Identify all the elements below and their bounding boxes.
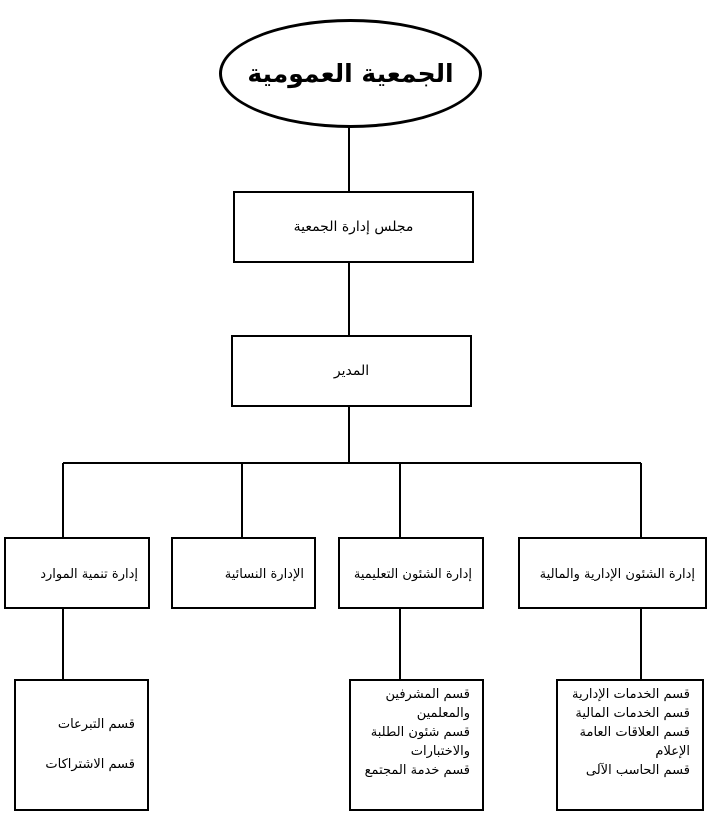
director-node: المدير — [231, 335, 472, 407]
section-student-affairs: قسم شئون الطلبة — [370, 725, 470, 740]
general-assembly-label: الجمعية العمومية — [247, 59, 454, 88]
resources-sections-node: قسم التبرعات قسم الاشتراكات — [14, 679, 149, 811]
section-financial-services: قسم الخدمات المالية — [575, 706, 690, 721]
dept-admin-finance-node: إدارة الشئون الإدارية والمالية — [518, 537, 707, 609]
section-media: الإعلام — [655, 744, 690, 759]
section-computer: قسم الحاسب الآلى — [585, 763, 690, 778]
dept-education-node: إدارة الشئون التعليمية — [338, 537, 484, 609]
section-student-affairs-cont: والاختبارات — [410, 744, 470, 759]
admin-sections-node: قسم الخدمات الإدارية قسم الخدمات المالية… — [556, 679, 704, 811]
dept-admin-finance-label: إدارة الشئون الإدارية والمالية — [539, 566, 695, 582]
board-label: مجلس إدارة الجمعية — [293, 219, 414, 235]
dept-education-label: إدارة الشئون التعليمية — [353, 566, 472, 582]
dept-resources-node: إدارة تنمية الموارد — [4, 537, 150, 609]
dept-women-label: الإدارة النسائية — [224, 566, 304, 582]
section-supervisors: قسم المشرفين — [385, 687, 471, 702]
board-node: مجلس إدارة الجمعية — [233, 191, 474, 263]
section-admin-services: قسم الخدمات الإدارية — [572, 687, 690, 702]
section-donations: قسم التبرعات — [57, 717, 135, 732]
section-community-service: قسم خدمة المجتمع — [364, 763, 470, 778]
director-label: المدير — [333, 363, 370, 379]
dept-resources-label: إدارة تنمية الموارد — [40, 566, 138, 582]
education-sections-node: قسم المشرفين والمعلمين قسم شئون الطلبة و… — [349, 679, 484, 811]
dept-women-node: الإدارة النسائية — [171, 537, 316, 609]
section-supervisors-cont: والمعلمين — [416, 706, 470, 721]
section-subscriptions: قسم الاشتراكات — [45, 757, 135, 772]
section-public-relations: قسم العلاقات العامة — [579, 725, 690, 740]
general-assembly-node: الجمعية العمومية — [219, 19, 482, 128]
